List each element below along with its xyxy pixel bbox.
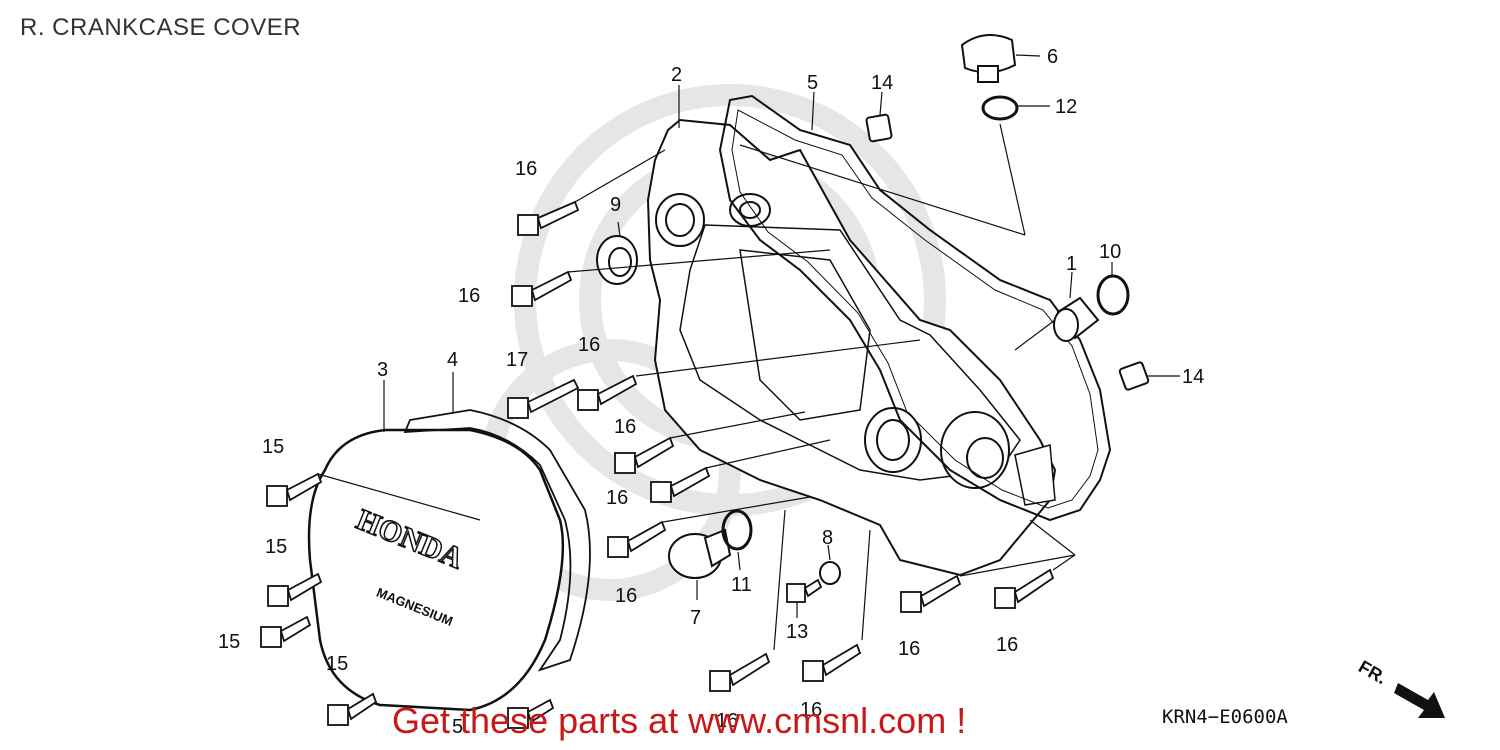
front-arrow-icon: FR.: [1355, 656, 1445, 718]
promo-link[interactable]: Get these parts at www.cmsnl.com !: [392, 700, 967, 741]
callout-14: 14: [871, 72, 893, 94]
bolt-16-h: [802, 643, 862, 682]
o-ring-11: [721, 509, 753, 551]
bolts: [260, 200, 1055, 729]
bolt-15-d: [327, 692, 378, 726]
callout-16: 16: [716, 710, 738, 732]
callout-16: 16: [606, 487, 628, 509]
o-ring-10: [1096, 274, 1130, 316]
callout-10: 10: [1099, 241, 1121, 263]
dowel-pin-14-top: [865, 113, 893, 143]
bolt-16-c: [577, 374, 638, 411]
cover-gasket-outline: [718, 94, 1112, 522]
callout-15: 15: [326, 653, 348, 675]
callout-8: 8: [822, 527, 833, 549]
oil-seal-9: [596, 235, 638, 285]
bolt-16-i: [900, 574, 962, 613]
callout-4: 4: [447, 349, 458, 371]
front-label: FR.: [1355, 656, 1390, 688]
o-ring-12: [981, 95, 1019, 121]
clutch-cover-gasket: [403, 409, 591, 672]
bolt-16-g: [709, 652, 771, 692]
bolt-13: [786, 578, 823, 603]
bolt-16-f: [607, 520, 667, 558]
bolt-16-e: [650, 466, 711, 503]
callout-1: 1: [1066, 253, 1077, 275]
small-parts: [596, 34, 1150, 585]
page-title: R. CRANKCASE COVER: [20, 14, 302, 41]
diagram-code: KRN4−E0600A: [1162, 706, 1288, 728]
callout-11: 11: [731, 574, 752, 596]
callout-5: 5: [452, 716, 463, 738]
oil-filler-cap: [960, 34, 1017, 74]
bolt-15-c: [260, 615, 312, 648]
callout-16: 16: [614, 416, 636, 438]
callout-2: 2: [671, 64, 682, 86]
callout-13: 13: [786, 621, 808, 643]
callout-3: 3: [377, 359, 388, 381]
plug-7: [668, 528, 732, 579]
bolt-16-j: [994, 568, 1055, 609]
callout-5: 5: [807, 72, 818, 94]
callout-16: 16: [458, 285, 480, 307]
bolt-17: [507, 378, 580, 419]
bolt-16-b: [511, 270, 573, 307]
callout-16: 16: [996, 634, 1018, 656]
bolt-15-b: [267, 572, 323, 607]
callout-16: 16: [615, 585, 637, 607]
bolt-16-d: [614, 436, 675, 474]
cover-gasket-inner: [731, 109, 1099, 509]
bolt-16-a: [517, 200, 580, 236]
callout-12: 12: [1055, 96, 1077, 118]
callout-16: 16: [800, 699, 822, 721]
bolt-15-a: [266, 472, 323, 507]
clutch-cover: HONDA MAGNESIUM: [307, 428, 565, 712]
washer-8: [819, 561, 841, 585]
callout-9: 9: [610, 194, 621, 216]
callout-16: 16: [898, 638, 920, 660]
callout-16: 16: [515, 158, 537, 180]
dowel-pin-14-right: [1118, 361, 1150, 391]
bolt-15-e: [507, 698, 555, 729]
callout-16: 16: [578, 334, 600, 356]
callout-15: 15: [262, 436, 284, 458]
callout-7: 7: [690, 607, 701, 629]
callout-6: 6: [1047, 46, 1058, 68]
callout-15: 15: [218, 631, 240, 653]
collar-1: [1053, 296, 1100, 342]
callout-15: 15: [265, 536, 287, 558]
callout-14: 14: [1182, 366, 1204, 388]
callout-17: 17: [506, 349, 528, 371]
leader-lines: [317, 54, 1180, 651]
callouts: 2 5 14 6 12 16 9 16 10 1 17 16 14 3 4 15…: [218, 46, 1204, 738]
